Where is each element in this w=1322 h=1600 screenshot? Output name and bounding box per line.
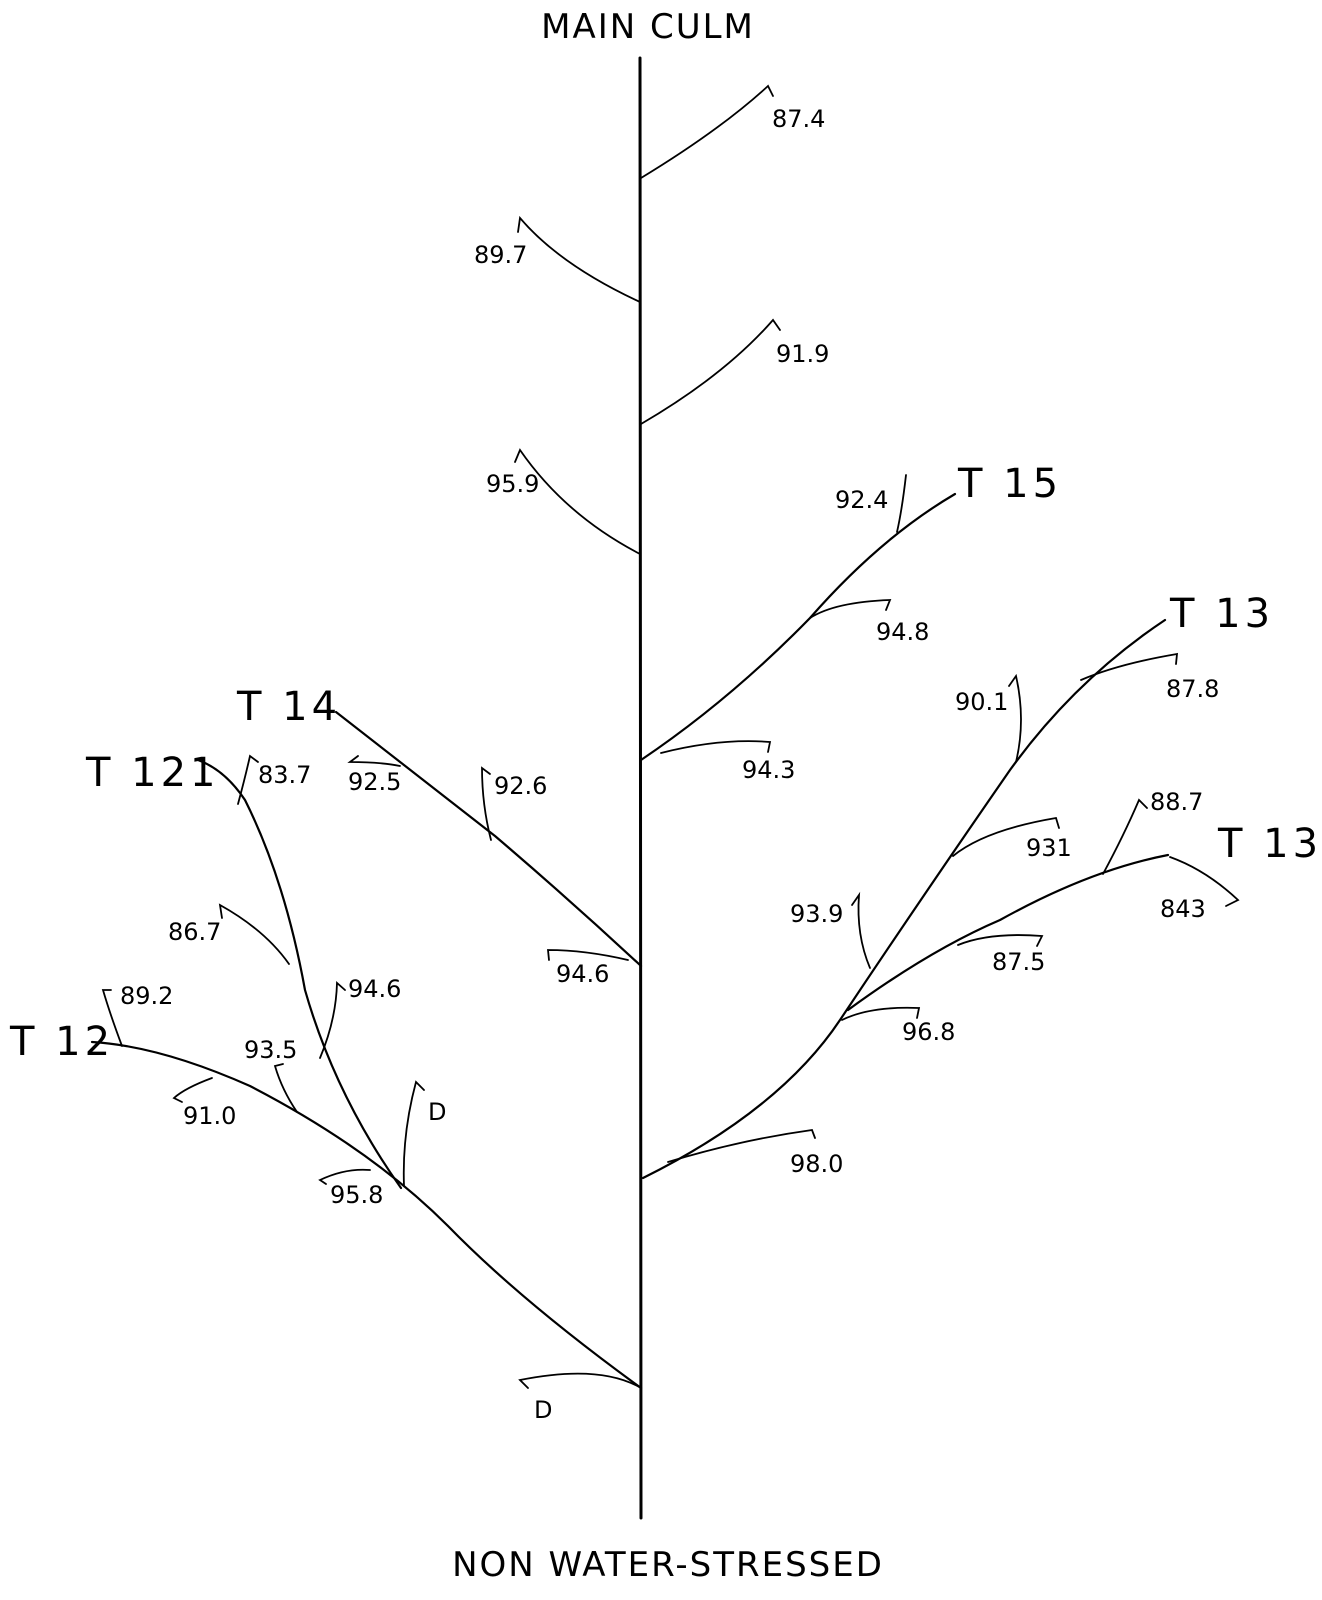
label-t14: T 14 [236,684,341,730]
leaf-t15-3 [661,741,770,753]
leaf-t15-2 [810,600,890,618]
leaf-t131-3 [958,935,1042,946]
value-t13-2: 90.1 [955,688,1008,716]
label-t13: T 13 [1169,591,1274,637]
leaf-t121-3 [320,983,345,1058]
condition-caption: NON WATER-STRESSED [452,1545,884,1585]
value-t131-1: 88.7 [1150,788,1203,816]
value-main-3: 91.9 [776,340,829,368]
value-t12-1: 89.2 [120,982,173,1010]
leaf-t15-1 [897,475,906,532]
branch-t14 [336,712,641,966]
value-t13-1: 87.8 [1166,675,1219,703]
value-t13-4: 93.9 [790,900,843,928]
value-t121-1: 83.7 [258,761,311,789]
value-main-1: 87.4 [772,105,825,133]
value-t12-2: 91.0 [183,1102,236,1130]
value-t14-1: 92.5 [348,768,401,796]
value-main-2: 89.7 [474,241,527,269]
leaf-t121-5 [404,1082,424,1186]
leaf-t14-1 [350,756,400,766]
leaf-t131-1 [1103,800,1147,874]
value-t12-4: D [534,1396,552,1424]
leaf-main-1 [641,86,773,178]
value-t121-3: 94.6 [348,975,401,1003]
value-t121-5: D [428,1098,446,1126]
value-t121-2: 86.7 [168,918,221,946]
label-t121: T 121 [85,750,220,796]
leaf-t13-1 [1081,654,1177,680]
value-t131-2: 843 [1160,895,1206,923]
value-t14-2: 92.6 [494,772,547,800]
value-t14-3: 94.6 [556,960,609,988]
main-culm-title: MAIN CULM [541,7,755,47]
value-t12-3: 95.8 [330,1181,383,1209]
branch-t13 [643,620,1165,1178]
value-t15-1: 92.4 [835,486,888,514]
leaf-t121-2 [220,905,289,964]
leaf-t14-3 [548,950,628,960]
value-t13-3: 931 [1026,834,1072,862]
branch-t131 [848,855,1168,1010]
value-t131-3: 87.5 [992,948,1045,976]
branch-t12 [92,1042,641,1388]
label-t15: T 15 [957,461,1062,507]
label-t12: T 12 [9,1019,114,1065]
leaf-t121-1 [238,756,258,804]
leaf-t12-2 [174,1078,212,1102]
leaf-main-3 [641,320,780,424]
leaf-t13-2 [1009,676,1021,762]
value-t15-3: 94.3 [742,756,795,784]
value-main-4: 95.9 [486,470,539,498]
leaf-t13-4 [852,895,870,968]
leaf-main-2 [518,218,640,302]
value-t13-6: 98.0 [790,1150,843,1178]
label-t131: T 131 [1217,821,1322,867]
value-t15-2: 94.8 [876,618,929,646]
value-t121-4: 93.5 [244,1036,297,1064]
leaf-main-4 [515,450,640,554]
main-culm-stem [640,58,641,1518]
value-t13-5: 96.8 [902,1018,955,1046]
